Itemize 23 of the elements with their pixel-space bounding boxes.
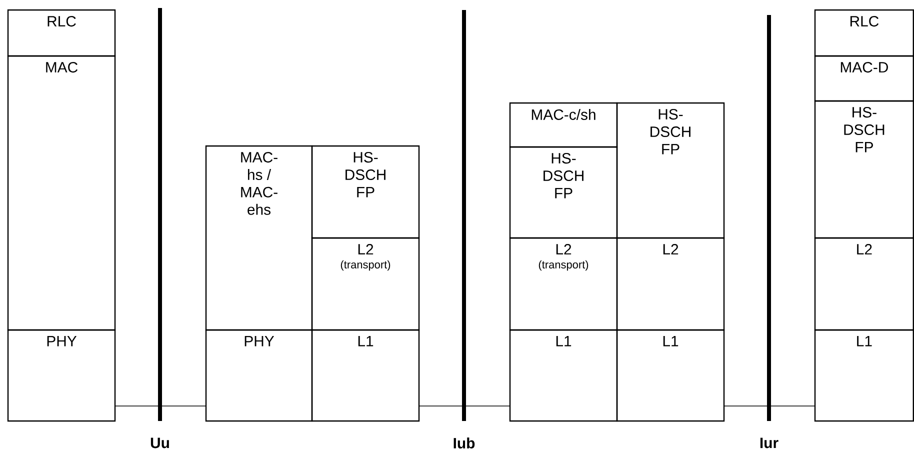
protocol-layer-box: L1	[814, 329, 914, 422]
protocol-layer-box: L2 (transport)	[509, 237, 618, 331]
protocol-layer-box: RLC	[7, 9, 116, 57]
protocol-layer-box: HS-DSCH FP	[616, 102, 725, 239]
interface-label: Uu	[150, 438, 169, 448]
protocol-layer-box: HS-DSCH FP	[509, 146, 618, 239]
protocol-layer-box: HS-DSCH FP	[311, 145, 420, 239]
protocol-layer-box: L2 (transport)	[311, 237, 420, 331]
protocol-layer-box: HS-DSCH FP	[814, 100, 914, 239]
protocol-layer-box: L1	[311, 329, 420, 422]
protocol-layer-box: L1	[509, 329, 618, 422]
protocol-layer-box: L1	[616, 329, 725, 422]
interface-label: Iub	[454, 438, 475, 448]
protocol-layer-box: PHY	[7, 329, 116, 422]
protocol-layer-box: PHY	[205, 329, 313, 422]
protocol-layer-box: RLC	[814, 9, 914, 57]
protocol-layer-box: L2	[814, 237, 914, 331]
protocol-layer-box: MAC	[7, 55, 116, 331]
interface-label: Iur	[760, 438, 778, 448]
protocol-layer-box: L2	[616, 237, 725, 331]
protocol-layer-box: MAC-D	[814, 55, 914, 102]
protocol-layer-box: MAC-c/sh	[509, 102, 618, 148]
protocol-layer-box: MAC-hs / MAC-ehs	[205, 145, 313, 331]
